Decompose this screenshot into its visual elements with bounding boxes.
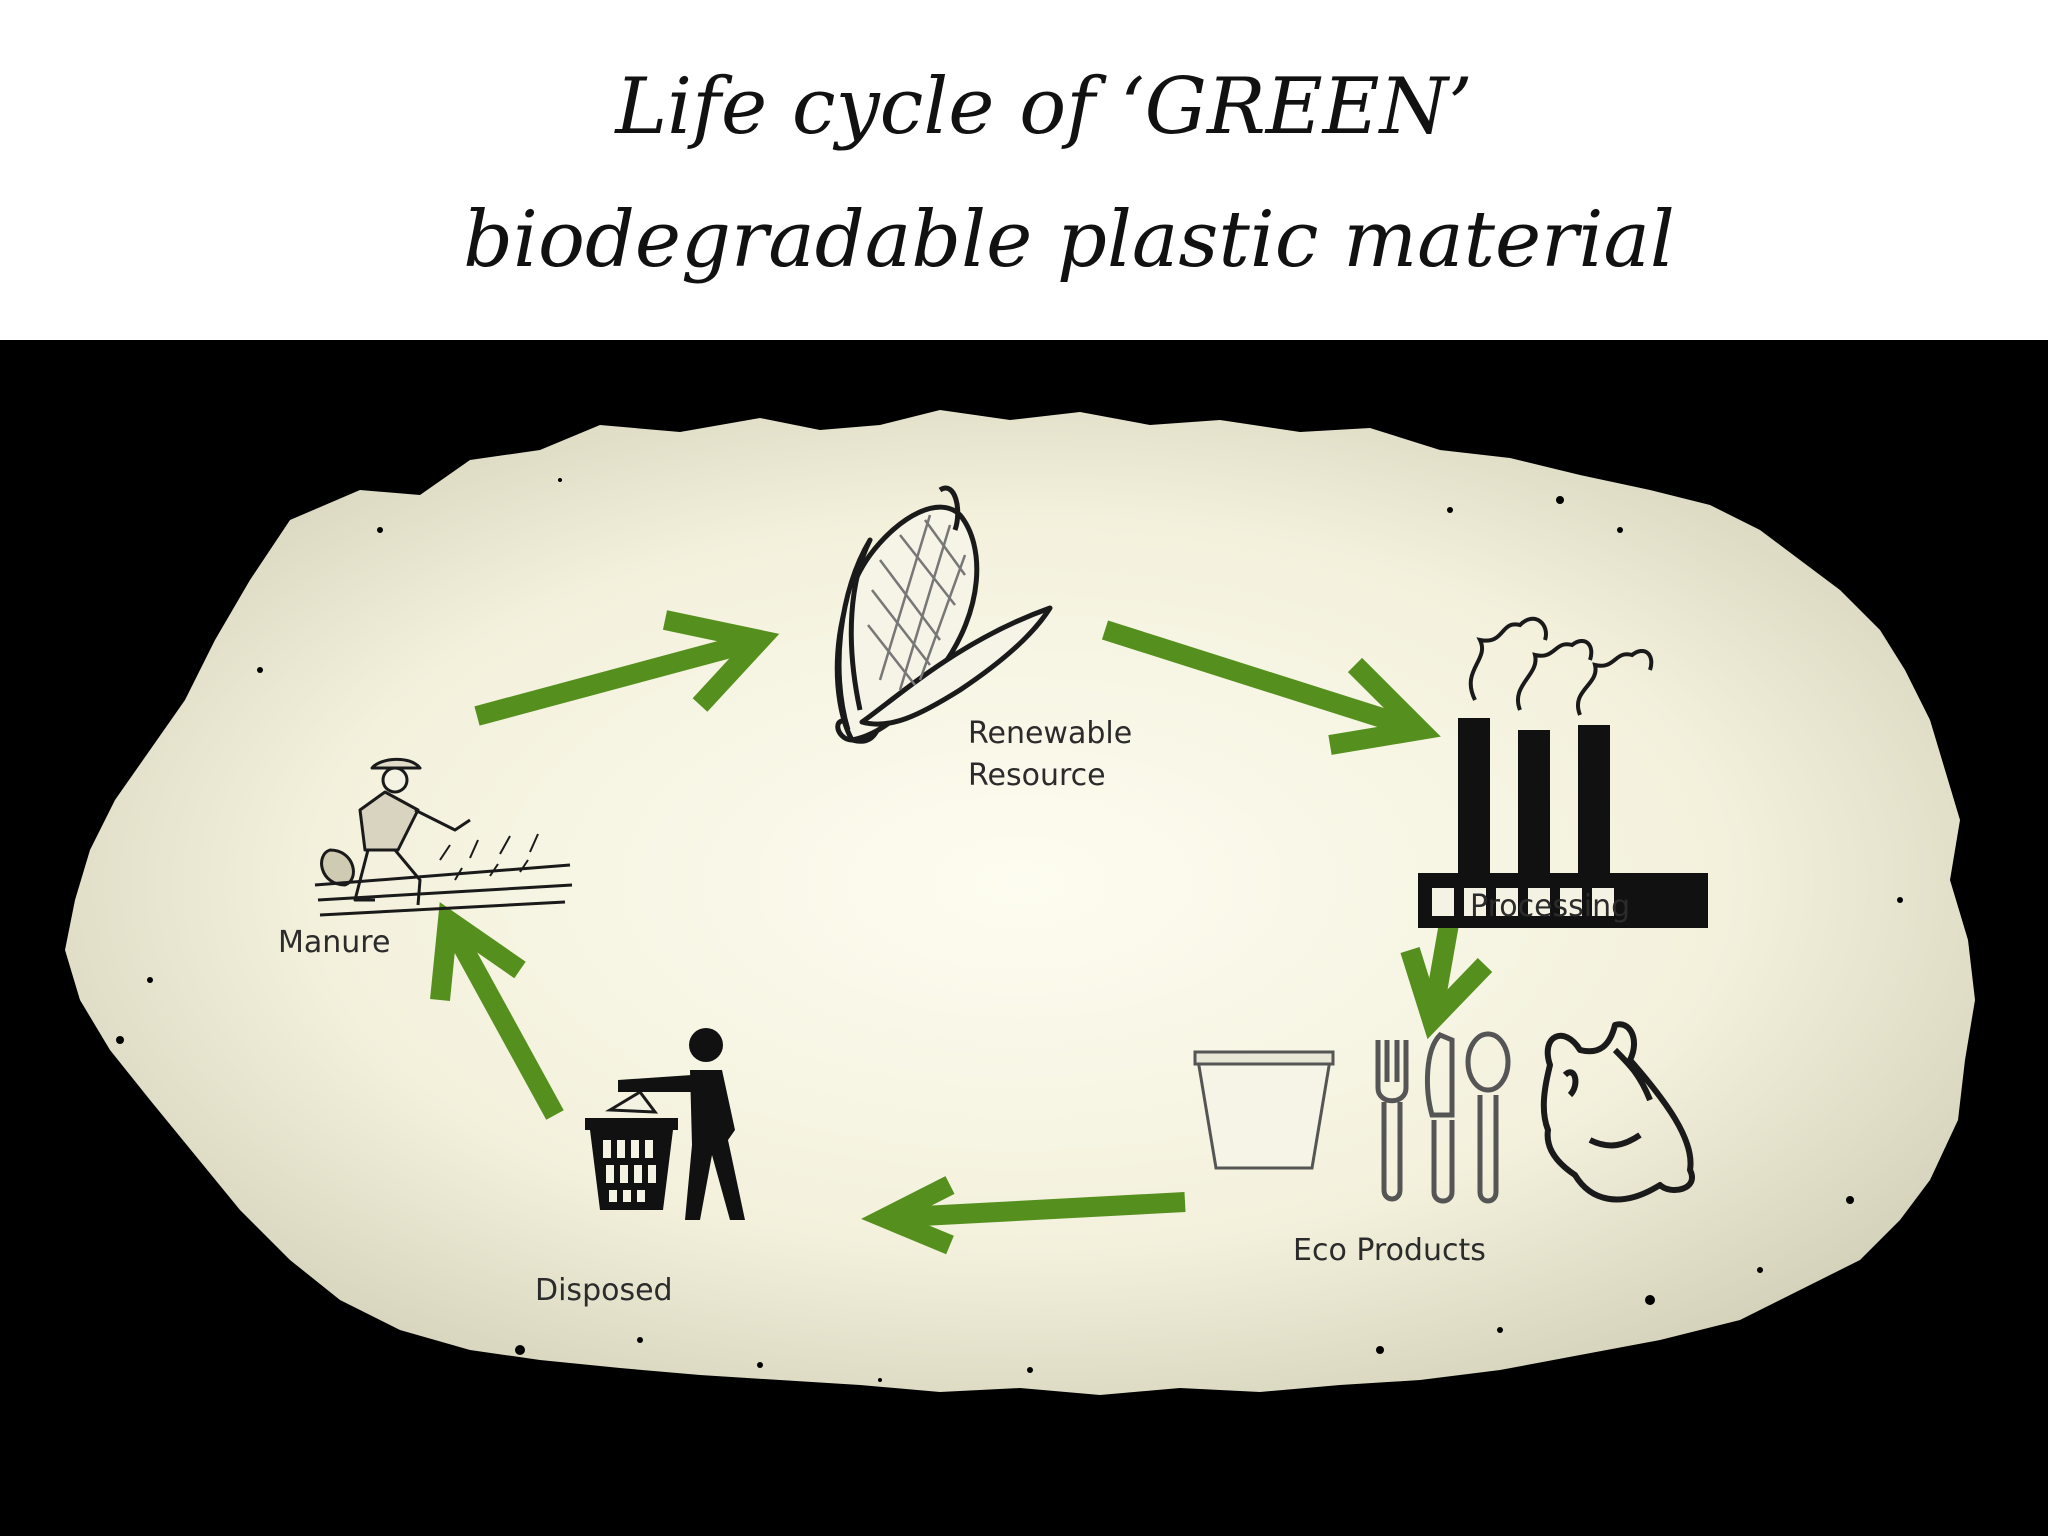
page-title-line-2: biodegradable plastic material [463, 195, 1675, 285]
factory-icon [1418, 616, 1708, 928]
page-title-line-1: Life cycle of ‘GREEN’ [615, 62, 1473, 152]
label-disposed: Disposed [535, 1273, 673, 1308]
speckles [116, 478, 1903, 1382]
label-manure: Manure [278, 925, 390, 960]
label-renewable-line1: Renewable [968, 716, 1132, 751]
cycle-arrows [430, 610, 1493, 1255]
label-renewable-line2: Resource [968, 758, 1106, 793]
spoon-icon [1465, 1031, 1511, 1204]
arrow-processing-to-eco-products [1400, 916, 1493, 1040]
knife-icon [1424, 1032, 1455, 1204]
label-eco-products: Eco Products [1293, 1233, 1486, 1268]
lifecycle-diagram: Renewable Resource Processing [0, 340, 2048, 1536]
arrow-manure-to-renewable [474, 610, 780, 726]
fork-icon [1375, 1040, 1409, 1202]
person-icon [618, 1028, 745, 1220]
plastic-bag-icon [1540, 1021, 1695, 1203]
trash-bin-icon [585, 1090, 678, 1210]
arrow-renewable-to-processing [1101, 620, 1441, 755]
corn-icon [834, 485, 1053, 744]
arrow-disposed-to-manure [430, 902, 564, 1120]
farmer-icon [314, 757, 573, 917]
label-processing: Processing [1470, 889, 1630, 924]
cup-icon [1193, 1050, 1335, 1170]
arrow-eco-products-to-disposed [861, 1176, 1186, 1255]
